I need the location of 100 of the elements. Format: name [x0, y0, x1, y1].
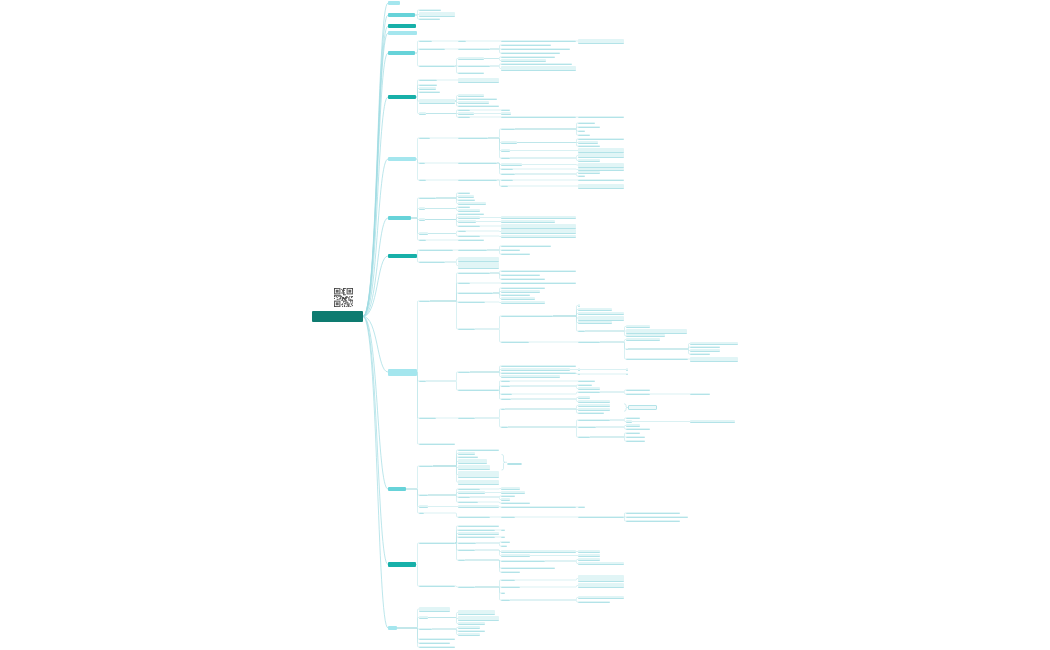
connector-line [415, 158, 420, 181]
subtopic-box [501, 314, 553, 318]
subtopic-box [626, 427, 650, 431]
connector-line [498, 385, 502, 391]
main-topic-box [388, 156, 416, 162]
subtopic-box [458, 57, 484, 60]
connector-line [687, 358, 691, 360]
subtopic-box [458, 548, 475, 552]
subtopic-box [501, 216, 576, 219]
subtopic-box [458, 452, 475, 455]
subtopic-box [501, 290, 540, 293]
subtopic-box [626, 325, 650, 328]
subtopic-box [419, 207, 425, 210]
subtopic-box [419, 17, 440, 21]
subtopic-box [501, 43, 551, 47]
connector-line [444, 261, 459, 266]
connector-line [584, 330, 627, 337]
subtopic-box [458, 39, 466, 43]
subtopic-box [501, 544, 507, 548]
main-topic-box [388, 23, 416, 29]
subtopic-box [690, 352, 710, 356]
main-topic-box [388, 215, 411, 221]
subtopic-box [578, 574, 624, 583]
subtopic-box [458, 610, 495, 615]
subtopic-box [458, 64, 490, 68]
connector-line [627, 348, 691, 355]
connector-line [415, 91, 420, 98]
subtopic-box [578, 387, 600, 390]
subtopic-box [501, 535, 505, 539]
connector-line [414, 48, 420, 54]
connector-line [507, 426, 579, 438]
connector-line [492, 292, 502, 299]
subtopic-box [501, 220, 555, 223]
connector-line [496, 179, 502, 181]
subtopic-box [626, 334, 665, 338]
subtopic-box [419, 379, 426, 383]
subtopic-box [501, 301, 545, 304]
subtopic-box [501, 252, 530, 256]
subtopic-box [626, 416, 640, 420]
connector-line [474, 328, 502, 343]
subtopic-box [578, 129, 585, 133]
subtopic-box [458, 300, 485, 304]
subtopic-box [578, 550, 600, 553]
connector-line [514, 128, 579, 136]
subtopic-box [501, 156, 510, 160]
subtopic-box [419, 136, 430, 140]
subtopic-box [501, 286, 545, 290]
subtopic-box [458, 271, 490, 275]
subtopic-box [419, 47, 445, 51]
subtopic-box [458, 202, 486, 205]
subtopic-box [501, 59, 546, 62]
subtopic-box [419, 83, 437, 87]
subtopic-box [501, 163, 522, 166]
subtopic-box [458, 479, 499, 485]
connector-line [423, 512, 459, 518]
subtopic-box [690, 342, 738, 345]
subtopic-box [578, 340, 600, 344]
subtopic-box [501, 47, 570, 51]
subtopic-box [578, 515, 624, 519]
connector-line [362, 316, 389, 373]
subtopic-box [578, 159, 600, 162]
subtopic-box [578, 183, 624, 189]
connector-line [425, 380, 459, 391]
connector-line [469, 371, 502, 377]
subtopic-box [578, 400, 610, 403]
subtopic-box [578, 125, 600, 129]
subtopic-box [458, 495, 470, 499]
connector-line [362, 316, 389, 565]
subtopic-box [458, 94, 484, 97]
connector-line [487, 137, 502, 159]
subtopic-box [419, 98, 455, 104]
subtopic-box [458, 77, 499, 83]
subtopic-box [626, 424, 640, 427]
connector-line [494, 536, 502, 538]
subtopic-box [419, 238, 426, 242]
subtopic-box [501, 498, 510, 501]
subtopic-box [419, 232, 428, 235]
subtopic-box [419, 260, 445, 264]
summary-topic-box [507, 462, 522, 466]
subtopic-box [578, 425, 596, 429]
connector-line [474, 586, 502, 601]
subtopic-box [578, 408, 610, 411]
connector-line [427, 494, 459, 503]
connector-line [631, 421, 691, 422]
subtopic-box [626, 435, 645, 439]
subtopic-box [458, 459, 487, 464]
connector-line [452, 249, 459, 251]
subtopic-box [458, 238, 484, 242]
subtopic-box [501, 108, 510, 112]
subtopic-box [458, 220, 476, 223]
subtopic-box [578, 137, 624, 141]
subtopic-box [458, 558, 465, 562]
connector-line [464, 559, 502, 573]
subtopic-box [419, 112, 426, 115]
subtopic-box [501, 491, 525, 494]
subtopic-box [419, 161, 425, 165]
connector-line [416, 300, 420, 373]
subtopic-box [458, 212, 484, 216]
subtopic-box [458, 616, 499, 621]
connector-line [473, 113, 502, 114]
